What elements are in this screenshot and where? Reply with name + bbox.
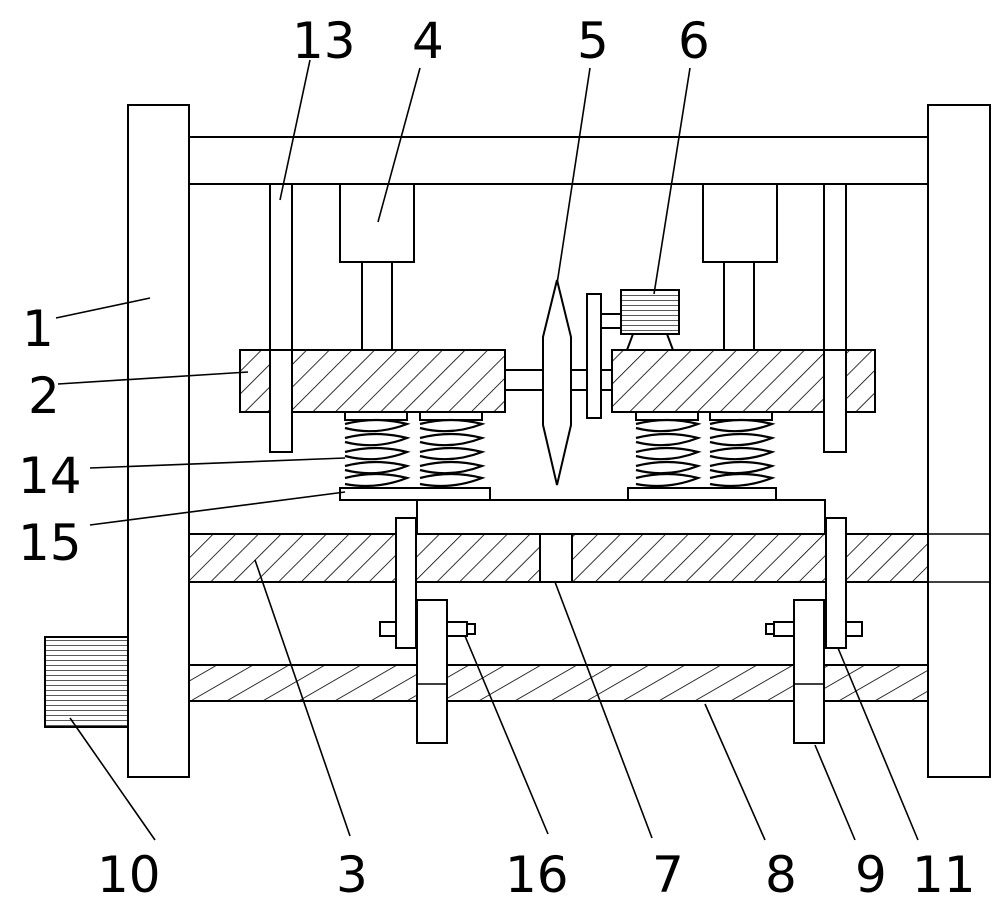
left-column (127, 104, 190, 778)
label-9: 9 (855, 846, 887, 904)
label-7: 7 (652, 846, 684, 904)
label-8: 8 (765, 846, 797, 904)
right-column (927, 104, 991, 778)
spring-seat-left (339, 487, 491, 501)
top-beam (188, 136, 929, 185)
clamp-arm-right (825, 517, 847, 649)
blade-slot (539, 533, 573, 583)
guide-rod-left-front (269, 349, 293, 453)
saw-blade (542, 279, 572, 486)
part-numbers: 1 2 3 4 5 6 7 8 9 10 11 13 14 15 16 (18, 12, 976, 904)
spring-group-right (627, 411, 777, 501)
label-2: 2 (28, 367, 60, 425)
label-13: 13 (292, 12, 356, 70)
worktable (416, 499, 826, 535)
label-5: 5 (577, 12, 609, 70)
label-1: 1 (22, 300, 54, 358)
cylinder-left (339, 183, 415, 351)
spring-group-left (339, 411, 491, 501)
label-3: 3 (336, 846, 368, 904)
nut-block-left (379, 599, 476, 744)
clamp-arm-left (395, 517, 417, 649)
label-4: 4 (412, 12, 444, 70)
cylinder-right (702, 183, 778, 351)
nut-block-right (765, 599, 863, 744)
motor (586, 289, 680, 419)
leader-lines (55, 59, 919, 841)
label-15: 15 (18, 514, 82, 572)
label-10: 10 (97, 846, 161, 904)
frame (127, 104, 991, 778)
label-16: 16 (505, 846, 569, 904)
label-14: 14 (18, 447, 82, 505)
label-6: 6 (678, 12, 710, 70)
guide-rod-right-front (823, 349, 847, 453)
spring-seat-right (627, 487, 777, 501)
label-11: 11 (912, 846, 976, 904)
drive-wheel (44, 636, 129, 728)
